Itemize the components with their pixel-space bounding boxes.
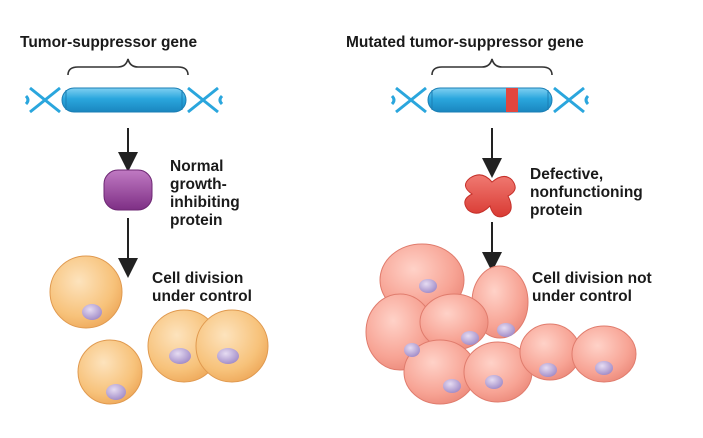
normal-protein-label-line: growth- [170, 176, 227, 193]
tumor-cells-icon [365, 243, 637, 405]
defective-protein-label-line: Defective, [530, 166, 604, 183]
normal-protein-label: Normal growth- inhibiting protein [170, 158, 240, 230]
normal-outcome-label: Cell division under control [152, 270, 252, 306]
defective-protein-label-line: nonfunctioning [530, 184, 643, 201]
right-gene-bracket [431, 58, 553, 76]
tumor-outcome-label-line: Cell division not [532, 270, 652, 287]
right-panel: Mutated tumor-suppressor gene Defective,… [340, 0, 703, 438]
left-title: Tumor-suppressor gene [20, 34, 198, 51]
normal-protein-label-line: Normal [170, 158, 224, 175]
left-gene-bracket [67, 58, 189, 76]
defective-protein-label-line: protein [530, 202, 583, 219]
normal-protein-label-line: inhibiting [170, 194, 240, 211]
right-title: Mutated tumor-suppressor gene [346, 34, 584, 51]
left-dna-gene-icon [24, 86, 224, 114]
normal-protein-label-line: protein [170, 212, 223, 229]
left-panel: Tumor-suppressor gene Normal growth- inh… [0, 0, 340, 438]
defective-protein-icon [464, 174, 516, 218]
tumor-outcome-label: Cell division not under control [532, 270, 652, 306]
mutated-dna-gene-icon [390, 86, 590, 114]
defective-protein-label: Defective, nonfunctioning protein [530, 166, 643, 220]
normal-cells-icon [49, 255, 269, 405]
normal-outcome-label-line: Cell division [152, 270, 244, 287]
mutation-marker [506, 88, 518, 112]
normal-outcome-label-line: under control [152, 288, 252, 305]
normal-protein-icon [103, 169, 153, 211]
tumor-outcome-label-line: under control [532, 288, 632, 305]
